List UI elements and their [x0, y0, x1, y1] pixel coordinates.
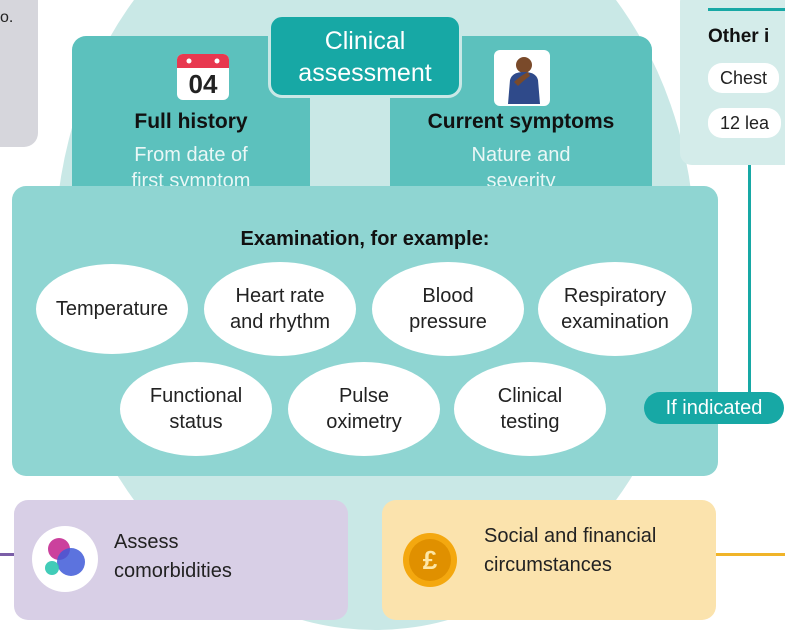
exam-item-line2: pressure — [409, 311, 487, 333]
full-history-title: Full history — [134, 110, 248, 133]
current-symptoms-sub-line1: Nature and — [471, 144, 571, 166]
right-pill-chest: Chest — [708, 63, 780, 93]
exam-functional-status: Functional status — [120, 362, 272, 456]
comorbidities-card: Assess comorbidities — [14, 500, 348, 620]
social-line — [716, 553, 785, 556]
exam-item-line1: Clinical — [497, 385, 563, 407]
exam-item-line2: examination — [561, 311, 669, 333]
exam-item-line1: Pulse — [338, 385, 389, 407]
full-history-card: 04 Full history From date of first sympt… — [72, 36, 310, 206]
clinical-assessment-box: Clinical assessment — [268, 14, 462, 98]
exam-temperature: Temperature — [36, 264, 188, 354]
exam-item-line2: testing — [500, 411, 560, 433]
left-card-text: o. — [0, 9, 14, 26]
if-indicated-badge: If indicated — [644, 392, 784, 424]
exam-item-line1: Heart rate — [235, 285, 325, 307]
right-card-rule — [708, 8, 785, 11]
connector-vertical — [748, 165, 751, 393]
exam-respiratory: Respiratory examination — [538, 262, 692, 356]
social-card: £ Social and financial circumstances — [382, 500, 716, 620]
exam-pulse-oximetry: Pulse oximetry — [288, 362, 440, 456]
exam-item-line1: Respiratory — [563, 285, 667, 307]
calendar-number: 04 — [188, 69, 218, 99]
examination-title: Examination, for example: — [240, 228, 490, 250]
comorbidities-line — [0, 553, 14, 556]
clinical-assessment-line1: Clinical — [324, 27, 406, 55]
calendar-icon: 04 — [175, 52, 231, 102]
comorbidities-icon — [32, 526, 98, 592]
exam-blood-pressure: Blood pressure — [372, 262, 524, 356]
social-line1: Social and financial — [484, 525, 657, 547]
social-line2: circumstances — [484, 554, 612, 576]
comorbidities-line2: comorbidities — [114, 560, 232, 582]
exam-item-line2: and rhythm — [229, 311, 331, 333]
clinical-assessment-line2: assessment — [298, 59, 432, 87]
right-card-title: Other i — [708, 26, 770, 47]
exam-item-line1: Functional — [149, 385, 243, 407]
full-history-sub-line1: From date of — [134, 144, 248, 166]
exam-heart-rate: Heart rate and rhythm — [204, 262, 356, 356]
comorbidities-line1: Assess — [114, 531, 179, 553]
current-symptoms-title: Current symptoms — [427, 110, 615, 133]
svg-text:£: £ — [423, 545, 438, 575]
left-grey-card — [0, 0, 38, 147]
exam-item-line1: Blood — [422, 285, 474, 307]
exam-item-line2: status — [169, 411, 223, 433]
exam-item-line1: Temperature — [55, 298, 169, 320]
exam-clinical-testing: Clinical testing — [454, 362, 606, 456]
exam-item-line2: oximetry — [326, 411, 402, 433]
pound-coin-icon: £ — [402, 532, 458, 588]
coughing-person-icon — [494, 50, 550, 106]
right-pill-12-lead: 12 lea — [708, 108, 782, 138]
